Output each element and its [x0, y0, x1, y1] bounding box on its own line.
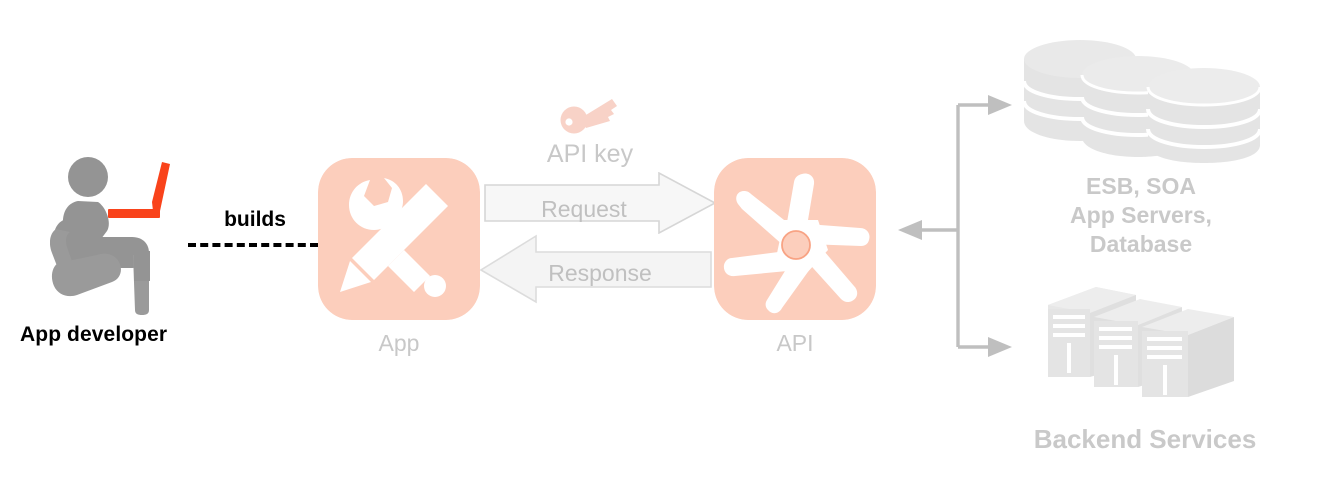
database-stack-icon: [1022, 40, 1262, 163]
backend-label-line-2: App Servers,: [1070, 202, 1212, 228]
response-label: Response: [548, 260, 652, 286]
person-sitting-with-laptop-icon: [50, 157, 170, 315]
response-arrow: [480, 234, 712, 304]
app-developer-group: App developer builds: [20, 155, 320, 355]
backend-stack-label: ESB, SOA App Servers, Database: [1005, 172, 1277, 259]
api-to-database-arrowhead: [988, 95, 1012, 115]
builds-relation-label: builds: [224, 208, 286, 231]
request-label: Request: [541, 196, 627, 222]
backend-to-api-arrowhead: [898, 220, 922, 240]
backend-connectors: [898, 95, 1012, 357]
builds-dashed-connector: [188, 243, 318, 247]
api-tile[interactable]: [714, 158, 876, 320]
app-tile[interactable]: [318, 158, 480, 320]
backend-label-line-1: ESB, SOA: [1086, 173, 1196, 199]
api-to-servers-arrowhead: [988, 337, 1012, 357]
app-developer-label: App developer: [20, 323, 168, 346]
app-label: App: [378, 330, 420, 356]
request-arrow: [484, 172, 716, 234]
api-key-label: API key: [546, 140, 634, 168]
backend-label-line-3: Database: [1089, 231, 1193, 257]
api-label: API: [776, 330, 814, 356]
wrench-and-pencil-icon: [340, 178, 448, 297]
key-icon: [560, 99, 617, 134]
server-racks-icon: [1048, 287, 1234, 397]
backend-services-label: Backend Services: [1033, 424, 1257, 454]
